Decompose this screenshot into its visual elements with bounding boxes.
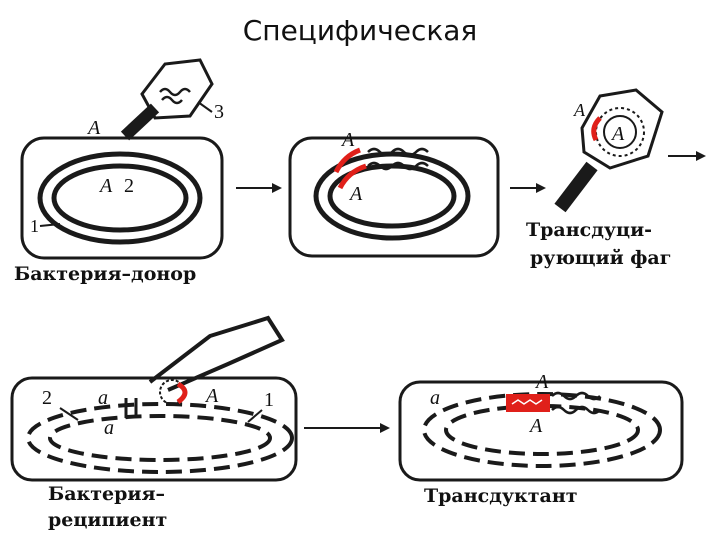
label-A-infected-top: A (340, 129, 355, 151)
infected-bacterium: A A (288, 129, 500, 258)
transducing-phage: A A Трансдуци- рующий фаг (526, 88, 671, 269)
label-2-recipient: 2 (42, 387, 52, 409)
highlight-recipient-gene (176, 381, 188, 405)
label-a-transductant: a (430, 387, 440, 409)
label-A-transductant-top: A (534, 371, 549, 393)
caption-recipient-line2: реципиент (48, 509, 167, 531)
arrow-infected-to-phage (510, 183, 546, 193)
highlight-transductant-gene (506, 394, 550, 412)
arrow-phage-out (668, 151, 706, 161)
phage-3 (120, 58, 214, 141)
highlight-gene-a-1 (333, 147, 361, 174)
label-A-transductant-bottom: A (528, 415, 543, 437)
label-A-phage-core: A (610, 123, 625, 145)
label-A-phage-top: A (573, 100, 586, 120)
caption-phage-line2: рующий фаг (530, 247, 671, 269)
label-A-donor-surface: A (86, 117, 101, 139)
label-A-infected-bottom: A (348, 183, 363, 205)
label-a-recipient-2: a (104, 417, 114, 439)
label-2-chromosome: 2 (124, 175, 134, 197)
arrow-donor-to-infected (236, 183, 282, 193)
label-A-recipient: A (204, 385, 219, 407)
arrow-recipient-to-transductant (304, 423, 390, 433)
label-1-cell: 1 (30, 216, 39, 236)
label-A-donor-chromosome: A (98, 175, 113, 197)
transductant-bacterium: a A A Трансдуктант (398, 371, 684, 507)
recipient-bacterium: a a A 2 1 Бактерия– реципиент (10, 315, 298, 531)
caption-recipient-line1: Бактерия– (48, 483, 165, 505)
caption-phage-line1: Трансдуци- (526, 219, 652, 241)
caption-transductant: Трансдуктант (424, 485, 578, 507)
label-a-recipient-1: a (98, 387, 108, 409)
caption-donor: Бактерия–донор (14, 263, 196, 285)
label-3-phage: 3 (214, 101, 224, 123)
page-title: Специфическая (242, 14, 478, 47)
label-1-recipient: 1 (264, 389, 274, 411)
donor-bacterium: A A 2 3 1 Бактерия–донор (14, 58, 224, 285)
highlight-gene-a-2 (337, 163, 367, 190)
highlight-phage-gene (591, 116, 602, 142)
